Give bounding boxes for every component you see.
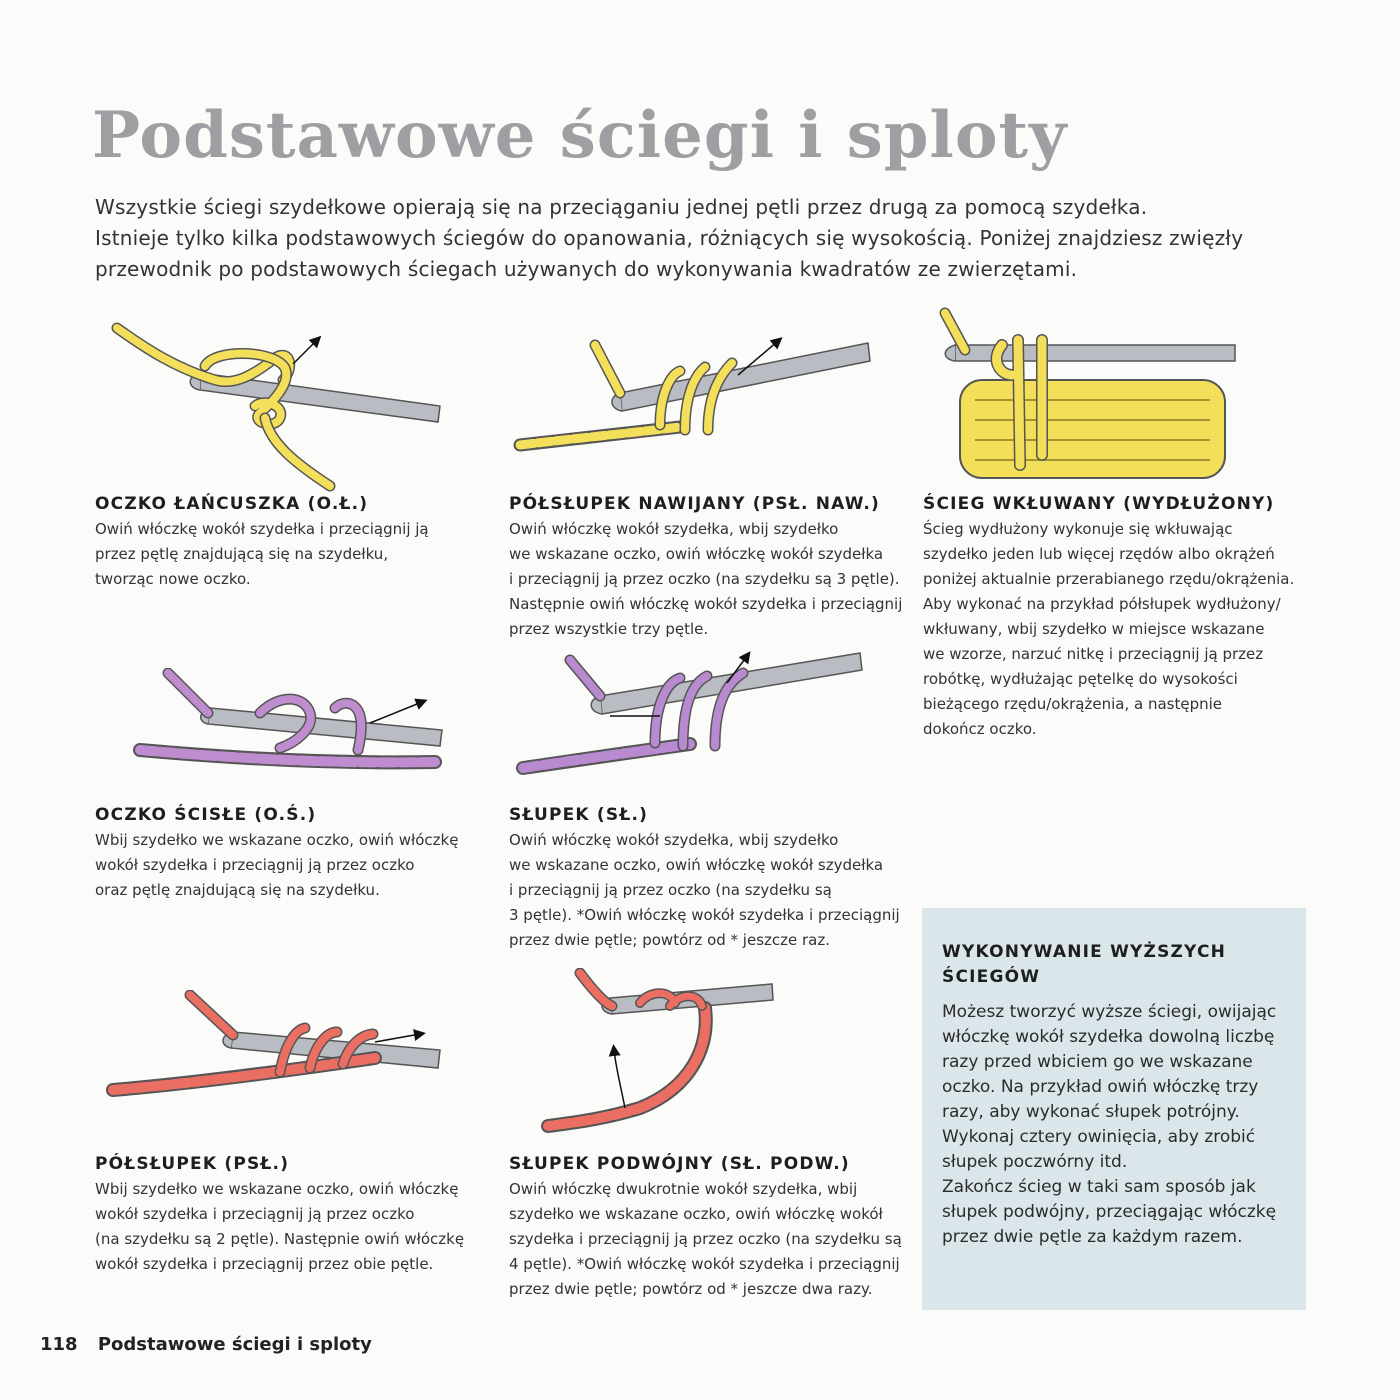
- box-body: Możesz tworzyć wyższe ściegi, owijając w…: [942, 1000, 1292, 1250]
- box-line: Zakończ ścieg w taki sam sposób jak: [942, 1177, 1256, 1197]
- box-line: Możesz tworzyć wyższe ściegi, owijając: [942, 1002, 1277, 1022]
- stitch-chain: OCZKO ŁAŃCUSZKA (O.Ł.) Owiń włóczkę wokó…: [95, 494, 495, 592]
- desc-line: przez pętlę znajdującą się na szydełku,: [95, 545, 389, 563]
- yellow-chain: [513, 420, 687, 452]
- tr-illustration: [540, 968, 775, 1133]
- desc-line: we wskazane oczko, owiń włóczkę wokół sz…: [509, 856, 884, 874]
- stitch-title: SŁUPEK (SŁ.): [509, 805, 649, 825]
- dc-illustration: [515, 648, 870, 778]
- desc-line: bieżącego rzędu/okrążenia, a następnie: [923, 695, 1223, 713]
- box-title: WYKONYWANIE WYŻSZYCH ŚCIEGÓW: [942, 940, 1226, 990]
- desc-line: i przeciągnij ją przez oczko (na szydełk…: [509, 881, 832, 899]
- desc-line: Owiń włóczkę wokół szydełka, wbij szydeł…: [509, 520, 839, 538]
- desc-line: wokół szydełka i przeciągnij przez obie …: [95, 1255, 434, 1273]
- stitch-title: OCZKO ŁAŃCUSZKA (O.Ł.): [95, 494, 369, 514]
- stitch-description: Wbij szydełko we wskazane oczko, owiń wł…: [95, 828, 495, 903]
- desc-line: Owiń włóczkę dwukrotnie wokół szydełka, …: [509, 1180, 858, 1198]
- desc-line: przez dwie pętle; powtórz od * jeszcze d…: [509, 1280, 873, 1298]
- intro-text: Wszystkie ściegi szydełkowe opierają się…: [95, 192, 1295, 285]
- stitch-description: Owiń włóczkę wokół szydełka i przeciągni…: [95, 517, 495, 592]
- stitch-title: PÓŁSŁUPEK NAWIJANY (PSŁ. NAW.): [509, 494, 880, 514]
- desc-line: wkłuwany, wbij szydełko w miejsce wskaza…: [923, 620, 1265, 638]
- stitch-hdc: PÓŁSŁUPEK (PSŁ.) Wbij szydełko we wskaza…: [95, 1154, 495, 1277]
- desc-line: 3 pętle). *Owiń włóczkę wokół szydełka i…: [509, 906, 900, 924]
- desc-line: Wbij szydełko we wskazane oczko, owiń wł…: [95, 1180, 459, 1198]
- desc-line: wokół szydełka i przeciągnij ją przez oc…: [95, 856, 415, 874]
- page-footer: 118 Podstawowe ściegi i sploty: [40, 1334, 372, 1355]
- intro-line: Istnieje tylko kilka podstawowych ściegó…: [95, 226, 1244, 250]
- box-line: słupek poczwórny itd.: [942, 1152, 1128, 1172]
- stitch-hdc-wrapped: PÓŁSŁUPEK NAWIJANY (PSŁ. NAW.) Owiń włóc…: [509, 494, 909, 642]
- box-line: przez dwie pętle za każdym razem.: [942, 1227, 1243, 1247]
- page-number: 118: [40, 1334, 78, 1355]
- desc-line: i przeciągnij ją przez oczko (na szydełk…: [509, 570, 900, 588]
- spike-stitch-illustration: [930, 305, 1240, 485]
- desc-line: przez wszystkie trzy pętle.: [509, 620, 709, 638]
- desc-line: Owiń włóczkę wokół szydełka, wbij szydeł…: [509, 831, 839, 849]
- desc-line: Następnie owiń włóczkę wokół szydełka i …: [509, 595, 903, 613]
- taller-stitches-box: WYKONYWANIE WYŻSZYCH ŚCIEGÓW Możesz twor…: [922, 908, 1306, 1310]
- intro-line: Wszystkie ściegi szydełkowe opierają się…: [95, 195, 1148, 219]
- desc-line: we wzorze, narzuć nitkę i przeciągnij ją…: [923, 645, 1264, 663]
- desc-line: szydełko jeden lub więcej rzędów albo ok…: [923, 545, 1275, 563]
- desc-line: oraz pętlę znajdującą się na szydełku.: [95, 881, 380, 899]
- desc-line: szydełka i przeciągnij ją przez oczko (n…: [509, 1230, 902, 1248]
- chain-stitch-illustration: [105, 318, 450, 493]
- intro-line: przewodnik po podstawowych ściegach używ…: [95, 257, 1078, 281]
- desc-line: Ścieg wydłużony wykonuje się wkłuwając: [923, 520, 1233, 538]
- desc-line: szydełko we wskazane oczko, owiń włóczkę…: [509, 1205, 883, 1223]
- desc-line: we wskazane oczko, owiń włóczkę wokół sz…: [509, 545, 884, 563]
- box-line: oczko. Na przykład owiń włóczkę trzy: [942, 1077, 1259, 1097]
- box-line: włóczkę wokół szydełka dowolną liczbę: [942, 1027, 1275, 1047]
- box-line: razy, aby wykonać słupek potrójny.: [942, 1102, 1240, 1122]
- stitch-slip: OCZKO ŚCISŁE (O.Ś.) Wbij szydełko we wsk…: [95, 805, 495, 903]
- desc-line: wokół szydełka i przeciągnij ją przez oc…: [95, 1205, 415, 1223]
- desc-line: przez dwie pętle; powtórz od * jeszcze r…: [509, 931, 831, 949]
- desc-line: tworząc nowe oczko.: [95, 570, 251, 588]
- stitch-description: Ścieg wydłużony wykonuje się wkłuwając s…: [923, 517, 1323, 742]
- stitch-spike: ŚCIEG WKŁUWANY (WYDŁUŻONY) Ścieg wydłużo…: [923, 494, 1323, 742]
- box-line: Wykonaj cztery owinięcia, aby zrobić: [942, 1127, 1256, 1147]
- stitch-title: SŁUPEK PODWÓJNY (SŁ. PODW.): [509, 1154, 850, 1174]
- stitch-tr: SŁUPEK PODWÓJNY (SŁ. PODW.) Owiń włóczkę…: [509, 1154, 909, 1302]
- box-title-line: WYKONYWANIE WYŻSZYCH: [942, 942, 1227, 962]
- stitch-dc: SŁUPEK (SŁ.) Owiń włóczkę wokół szydełka…: [509, 805, 909, 953]
- box-line: słupek podwójny, przeciągając włóczkę: [942, 1202, 1277, 1222]
- desc-line: poniżej aktualnie przerabianego rzędu/ok…: [923, 570, 1295, 588]
- box-line: razy przed wbiciem go we wskazane: [942, 1052, 1253, 1072]
- footer-section-title: Podstawowe ściegi i sploty: [97, 1334, 372, 1355]
- desc-line: Wbij szydełko we wskazane oczko, owiń wł…: [95, 831, 459, 849]
- desc-line: Aby wykonać na przykład półsłupek wydłuż…: [923, 595, 1281, 613]
- desc-line: 4 pętle). *Owiń włóczkę wokół szydełka i…: [509, 1255, 900, 1273]
- desc-line: Owiń włóczkę wokół szydełka i przeciągni…: [95, 520, 429, 538]
- stitch-description: Owiń włóczkę wokół szydełka, wbij szydeł…: [509, 517, 909, 642]
- stitch-description: Owiń włóczkę wokół szydełka, wbij szydeł…: [509, 828, 909, 953]
- page-title: Podstawowe ściegi i sploty: [92, 98, 1068, 173]
- stitch-description: Owiń włóczkę dwukrotnie wokół szydełka, …: [509, 1177, 909, 1302]
- stitch-title: OCZKO ŚCISŁE (O.Ś.): [95, 805, 317, 825]
- desc-line: (na szydełku są 2 pętle). Następnie owiń…: [95, 1230, 465, 1248]
- desc-line: robótkę, wydłużając pętelkę do wysokości: [923, 670, 1238, 688]
- slip-stitch-illustration: [130, 668, 460, 778]
- stitch-title: PÓŁSŁUPEK (PSŁ.): [95, 1154, 290, 1174]
- stitch-title: ŚCIEG WKŁUWANY (WYDŁUŻONY): [923, 494, 1275, 514]
- hdc-wrapped-illustration: [510, 335, 880, 460]
- hdc-illustration: [105, 990, 450, 1110]
- box-title-line: ŚCIEGÓW: [942, 967, 1041, 987]
- stitch-description: Wbij szydełko we wskazane oczko, owiń wł…: [95, 1177, 495, 1277]
- desc-line: dokończ oczko.: [923, 720, 1037, 738]
